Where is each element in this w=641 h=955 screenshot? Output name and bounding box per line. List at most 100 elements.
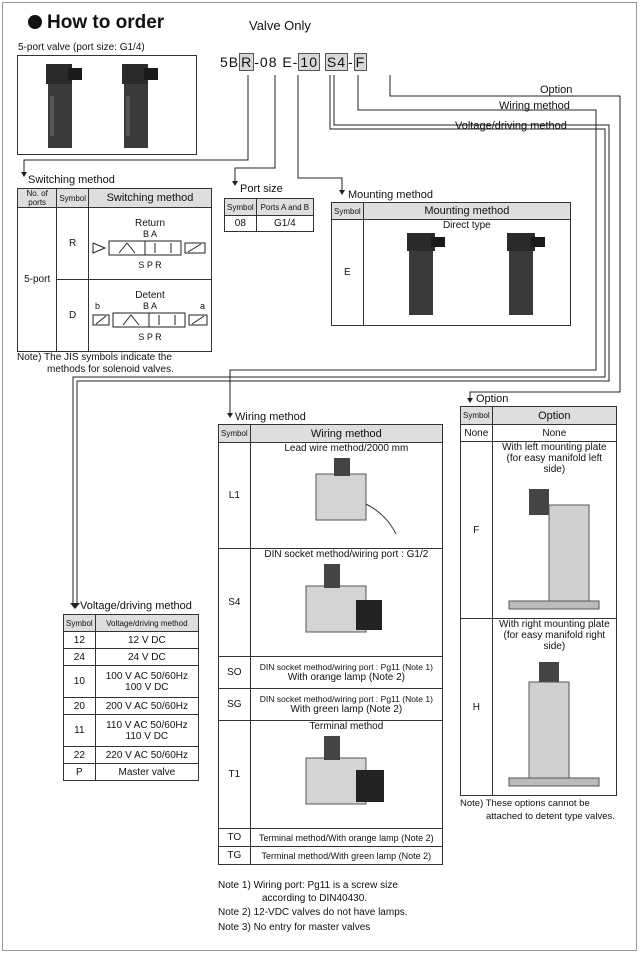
subtitle: Valve Only xyxy=(249,18,311,33)
wiring-t1-cell: Terminal method xyxy=(249,720,444,829)
voltage-symbol: P xyxy=(63,763,96,781)
port-labels-top: B A xyxy=(142,228,157,239)
wiring-line: DIN socket method/wiring port : Pg11 (No… xyxy=(259,662,433,672)
valve-description: 5-port valve (port size: G1/4) xyxy=(18,42,145,53)
port-size-symbol: 08 xyxy=(224,215,257,232)
voltage-line: 110 V AC 50/60Hz xyxy=(106,719,188,731)
code-switching: R xyxy=(239,53,255,71)
port-labels: B A xyxy=(142,300,157,311)
wiring-symbol: TG xyxy=(218,846,251,865)
port-labels-bottom: S P R xyxy=(138,331,162,342)
wiring-name: DIN socket method/wiring port : G1/2 xyxy=(264,549,429,560)
label-option: Option xyxy=(540,84,573,96)
col-symbol: Symbol xyxy=(224,198,257,216)
wiring-symbol: SG xyxy=(218,688,251,721)
option-note-2: attached to detent type valves. xyxy=(486,811,615,822)
col-switching-method: Switching method xyxy=(88,188,212,208)
wiring-name: Terminal method xyxy=(309,721,384,732)
solenoid-b-label: b xyxy=(95,300,101,311)
bullet-icon xyxy=(28,15,42,29)
code-dash: - xyxy=(292,54,299,70)
wiring-name: Terminal method/With green lamp (Note 2) xyxy=(249,846,444,865)
code-wiring: S4 xyxy=(324,53,348,71)
switching-symbol: R xyxy=(56,207,89,280)
label-voltage: Voltage/driving method xyxy=(455,120,567,132)
wiring-note-3: Note 3) No entry for master valves xyxy=(218,922,371,933)
voltage-line: 100 V AC 50/60Hz xyxy=(105,670,188,682)
lead-wire-image xyxy=(315,458,397,535)
option-symbol: F xyxy=(460,441,493,619)
switching-note-2: methods for solenoid valves. xyxy=(47,364,174,375)
option-note-1: Note) These options cannot be xyxy=(460,798,590,809)
col-symbol: Symbol xyxy=(331,202,364,220)
option-line: With left mounting plate xyxy=(502,442,607,453)
option-value: None xyxy=(491,424,618,442)
switching-detent-cell: Detent b B A a S P R xyxy=(88,279,212,352)
option-line: (for easy manifold left side) xyxy=(506,453,603,475)
direct-type-image xyxy=(406,233,545,315)
wiring-line: DIN socket method/wiring port : Pg11 (No… xyxy=(259,694,433,704)
wiring-sg-cell: DIN socket method/wiring port : Pg11 (No… xyxy=(249,688,444,721)
title-text: How to order xyxy=(47,12,165,33)
voltage-value: 24 V DC xyxy=(94,648,200,666)
mounting-heading: Mounting method xyxy=(348,189,433,201)
voltage-symbol: 12 xyxy=(63,631,96,649)
jis-symbol-return xyxy=(92,240,206,255)
switching-heading: Switching method xyxy=(28,174,115,186)
voltage-symbol: 11 xyxy=(63,714,96,747)
wiring-line: With green lamp (Note 2) xyxy=(290,704,403,715)
mounting-symbol: E xyxy=(331,219,364,326)
voltage-symbol: 22 xyxy=(63,746,96,764)
option-line: (for easy manifold right side) xyxy=(503,630,606,652)
right-plate-image xyxy=(508,662,600,787)
voltage-value: 12 V DC xyxy=(94,631,200,649)
code-port-size: 08 xyxy=(259,54,278,70)
din-socket-image xyxy=(305,564,383,633)
voltage-line: 100 V DC xyxy=(125,681,169,693)
code-dash: - xyxy=(348,54,354,70)
voltage-value: 220 V AC 50/60Hz xyxy=(94,746,200,764)
wiring-note-1b: according to DIN40430. xyxy=(262,893,368,904)
option-heading: Option xyxy=(476,393,509,405)
col-ports: No. of ports xyxy=(16,188,58,208)
col-mounting-method: Mounting method xyxy=(362,202,572,220)
wiring-table: Symbol Wiring method L1 Lead wire method… xyxy=(218,424,444,865)
solenoid-a-label: a xyxy=(199,300,205,311)
wiring-l1-cell: Lead wire method/2000 mm xyxy=(249,442,444,549)
wiring-symbol: T1 xyxy=(218,720,251,829)
code-mounting: E xyxy=(282,54,293,70)
voltage-symbol: 20 xyxy=(63,697,96,715)
option-table: Symbol Option None None F With left moun… xyxy=(460,406,618,796)
switching-name: Return xyxy=(134,217,165,229)
left-plate-image xyxy=(508,489,600,610)
col-symbol: Symbol xyxy=(63,614,96,632)
wiring-heading: Wiring method xyxy=(235,411,306,423)
switching-symbol: D xyxy=(56,279,89,352)
wiring-note-2: Note 2) 12-VDC valves do not have lamps. xyxy=(218,907,408,918)
valve-image xyxy=(46,64,158,148)
col-symbol: Symbol xyxy=(460,406,493,425)
voltage-value: 200 V AC 50/60Hz xyxy=(94,697,200,715)
mounting-cell: Direct type xyxy=(362,219,572,326)
terminal-image xyxy=(305,736,385,805)
wiring-symbol: SO xyxy=(218,656,251,689)
voltage-symbol: 10 xyxy=(63,665,96,698)
col-voltage-method: Voltage/driving method xyxy=(94,614,200,632)
option-symbol: None xyxy=(460,424,493,442)
col-symbol: Symbol xyxy=(218,424,251,443)
code-series: 5B xyxy=(220,54,240,70)
port-size-heading: Port size xyxy=(240,183,283,195)
wiring-note-1: Note 1) Wiring port: Pg11 is a screw siz… xyxy=(218,880,398,891)
switching-return-cell: Return B A S P R xyxy=(88,207,212,280)
switching-name: Detent xyxy=(135,289,165,301)
voltage-line: 110 V DC xyxy=(125,730,169,742)
wiring-name: Lead wire method/2000 mm xyxy=(284,443,409,454)
code-voltage: 10 xyxy=(298,53,320,71)
col-symbol: Symbol xyxy=(56,188,89,208)
col-wiring-method: Wiring method xyxy=(249,424,444,443)
option-symbol: H xyxy=(460,618,493,796)
